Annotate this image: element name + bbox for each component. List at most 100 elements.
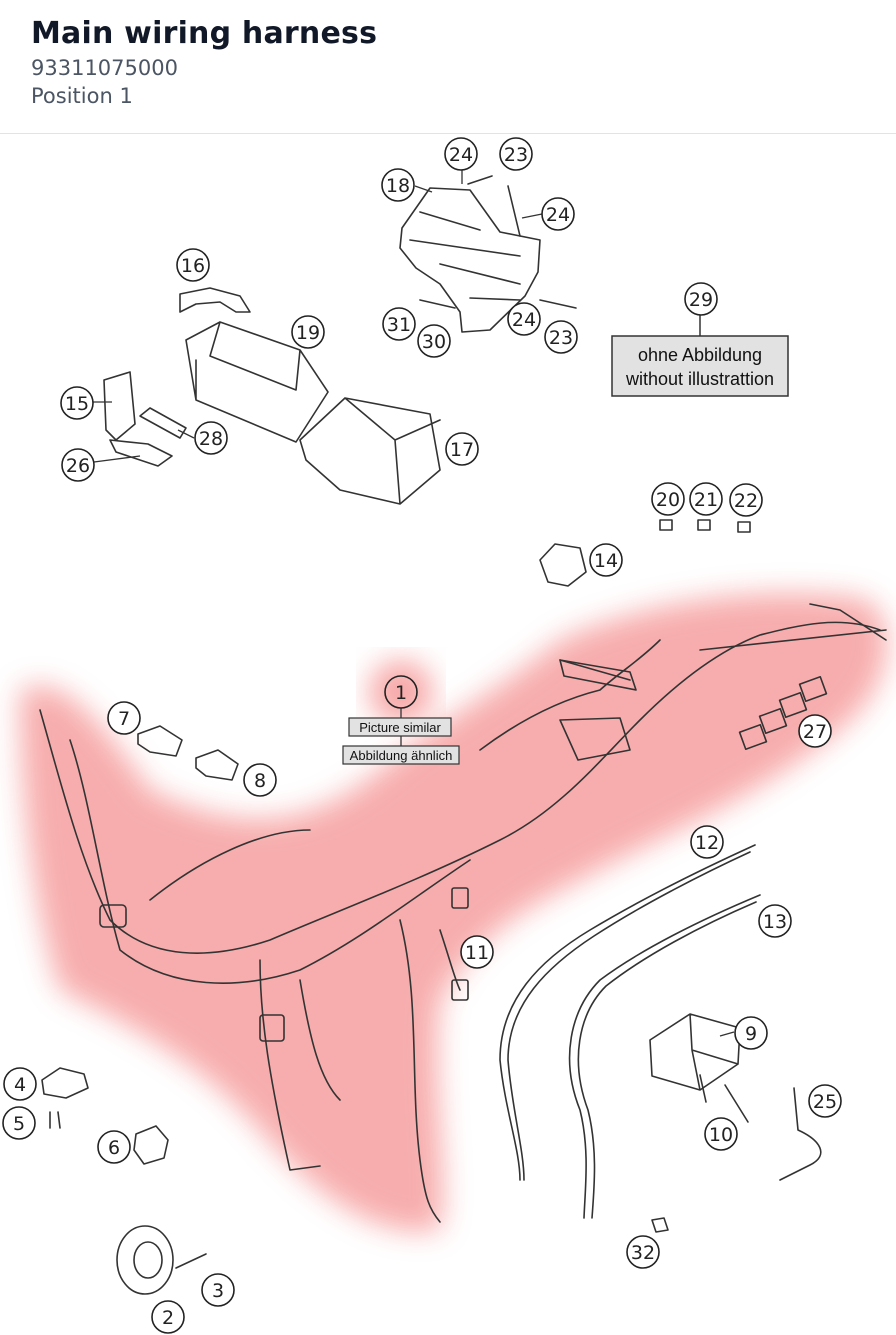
leader-24b [521, 213, 543, 219]
harness-wire-6 [299, 979, 341, 1101]
callout-30[interactable]: 30 [417, 324, 451, 358]
callout-7[interactable]: 7 [107, 701, 141, 735]
bolt-31 [419, 299, 456, 309]
sensor-25 [779, 1087, 822, 1181]
callout-circle [176, 248, 210, 282]
screw-5b [57, 1111, 61, 1129]
callout-12[interactable]: 12 [690, 825, 724, 859]
picture-similar-label: Picture similar Abbildung ähnlich [342, 708, 460, 765]
bracket-15 [103, 371, 136, 441]
callout-number: 23 [504, 144, 528, 166]
callout-14[interactable]: 14 [589, 543, 623, 577]
callout-23[interactable]: 23 [499, 137, 533, 171]
note-line-de: ohne Abbildung [638, 345, 762, 365]
harness-wire-main [39, 621, 881, 954]
callout-circle [798, 714, 832, 748]
leader-26 [93, 455, 141, 463]
callout-number: 10 [709, 1124, 733, 1146]
regulator-9 [649, 1013, 741, 1091]
callout-number: 16 [181, 255, 205, 277]
harness-wire-2 [69, 739, 471, 984]
callout-28[interactable]: 28 [194, 421, 228, 455]
callout-8[interactable]: 8 [243, 763, 277, 797]
relay-7 [137, 725, 183, 757]
callout-10[interactable]: 10 [704, 1117, 738, 1151]
battery-holder-17 [299, 397, 441, 505]
harness-wire-10 [439, 929, 461, 991]
callout-number: 31 [387, 314, 411, 336]
callout-20[interactable]: 20 [651, 482, 685, 516]
callout-18[interactable]: 18 [381, 168, 415, 202]
callout-circle [460, 935, 494, 969]
callout-number: 24 [546, 204, 570, 226]
callout-1[interactable]: 1 [384, 675, 418, 709]
callout-24[interactable]: 24 [507, 302, 541, 336]
callout-19[interactable]: 19 [291, 315, 325, 349]
callout-5[interactable]: 5 [2, 1106, 36, 1140]
callout-number: 14 [594, 550, 618, 572]
relay-27b [758, 707, 788, 735]
harness-connector-c [99, 904, 127, 928]
callout-circle [704, 1117, 738, 1151]
callout-number: 7 [118, 708, 130, 730]
callout-circle [382, 307, 416, 341]
callout-13[interactable]: 13 [758, 904, 792, 938]
callout-number: 24 [512, 309, 536, 331]
callout-circle [107, 701, 141, 735]
callout-number: 26 [66, 455, 90, 477]
header: Main wiring harness 93311075000 Position… [0, 0, 896, 134]
battery-19 [185, 321, 329, 443]
strap-28 [139, 407, 187, 439]
callout-32[interactable]: 32 [626, 1235, 660, 1269]
callout-circle [684, 282, 718, 316]
callout-circle [690, 825, 724, 859]
bolt-23-lower [539, 299, 577, 309]
horn-2-inner [133, 1241, 163, 1279]
callout-11[interactable]: 11 [460, 935, 494, 969]
callout-circle [445, 432, 479, 466]
callout-circle [201, 1273, 235, 1307]
bracket-6 [133, 1125, 169, 1165]
callout-26[interactable]: 26 [61, 448, 95, 482]
callout-6[interactable]: 6 [97, 1130, 131, 1164]
relay-27d [798, 675, 828, 703]
harness-wire-5 [399, 919, 441, 1223]
callout-16[interactable]: 16 [176, 248, 210, 282]
harness-connector-a [559, 717, 631, 761]
callout-number: 25 [813, 1091, 837, 1113]
fuse-22 [737, 521, 751, 533]
callout-number: 12 [695, 832, 719, 854]
harness-connector-d [259, 1014, 285, 1042]
callout-number: 29 [689, 289, 713, 311]
bracket-4 [41, 1067, 89, 1099]
callout-number: 22 [734, 490, 758, 512]
leader-28 [177, 429, 195, 439]
callout-27[interactable]: 27 [798, 714, 832, 748]
callout-circle [808, 1084, 842, 1118]
callout-2[interactable]: 2 [151, 1300, 185, 1334]
note-line-en: without illustrattion [625, 369, 774, 389]
callout-circle [689, 482, 723, 516]
callout-25[interactable]: 25 [808, 1084, 842, 1118]
bracket-16 [179, 287, 251, 313]
callout-21[interactable]: 21 [689, 482, 723, 516]
callout-31[interactable]: 31 [382, 307, 416, 341]
callout-15[interactable]: 15 [60, 386, 94, 420]
horn-2 [116, 1225, 174, 1295]
callout-24[interactable]: 24 [444, 137, 478, 171]
callout-23[interactable]: 23 [544, 320, 578, 354]
part-number: 93311075000 [31, 56, 178, 80]
callout-circle [417, 324, 451, 358]
callout-number: 3 [212, 1280, 224, 1302]
callout-4[interactable]: 4 [3, 1067, 37, 1101]
relay-27a [738, 723, 768, 751]
callout-17[interactable]: 17 [445, 432, 479, 466]
callout-29[interactable]: 29 [684, 282, 718, 316]
callout-24[interactable]: 24 [541, 197, 575, 231]
callout-3[interactable]: 3 [201, 1273, 235, 1307]
callout-circle [444, 137, 478, 171]
callout-9[interactable]: 9 [734, 1016, 768, 1050]
callout-22[interactable]: 22 [729, 483, 763, 517]
starter-relay-14 [539, 543, 587, 587]
